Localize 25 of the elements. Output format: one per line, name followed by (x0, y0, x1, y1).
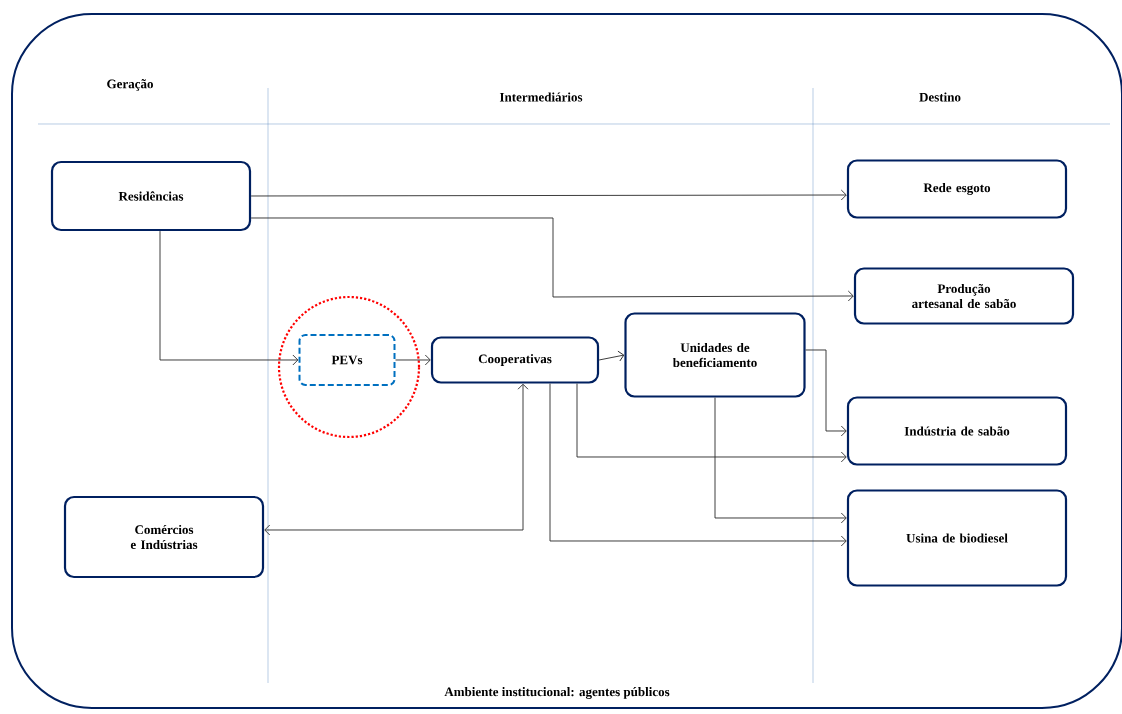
process-box: Produção artesanal de sabão (853, 267, 1075, 325)
arrow (250, 217, 854, 302)
process-box: Indústria de sabão (846, 396, 1068, 466)
column-header: Geração (107, 79, 153, 91)
process-box: Cooperativas (430, 336, 600, 384)
arrow (576, 383, 847, 463)
process-box: Unidades de beneficiamento (624, 312, 806, 398)
arrow (549, 383, 847, 547)
frame-caption: Ambiente institucional: agentes públicos (443, 686, 671, 700)
column-header: Intermediários (499, 92, 583, 102)
frame (11, 13, 1122, 709)
arrow (805, 349, 847, 437)
arrow (714, 397, 847, 524)
arrow (264, 383, 529, 536)
arrow (159, 230, 299, 366)
process-box: Usina de biodiesel (846, 489, 1068, 587)
column-header: Destino (919, 92, 961, 102)
process-box: Comércios e Indústrias (63, 495, 265, 579)
dashed-box: PEVs (298, 334, 396, 386)
arrow (395, 354, 431, 366)
arrow (598, 350, 625, 362)
process-box: Residências (50, 160, 252, 232)
process-box: Rede esgoto (846, 159, 1068, 219)
arrow (250, 189, 847, 201)
dotted-circle (277, 295, 421, 439)
